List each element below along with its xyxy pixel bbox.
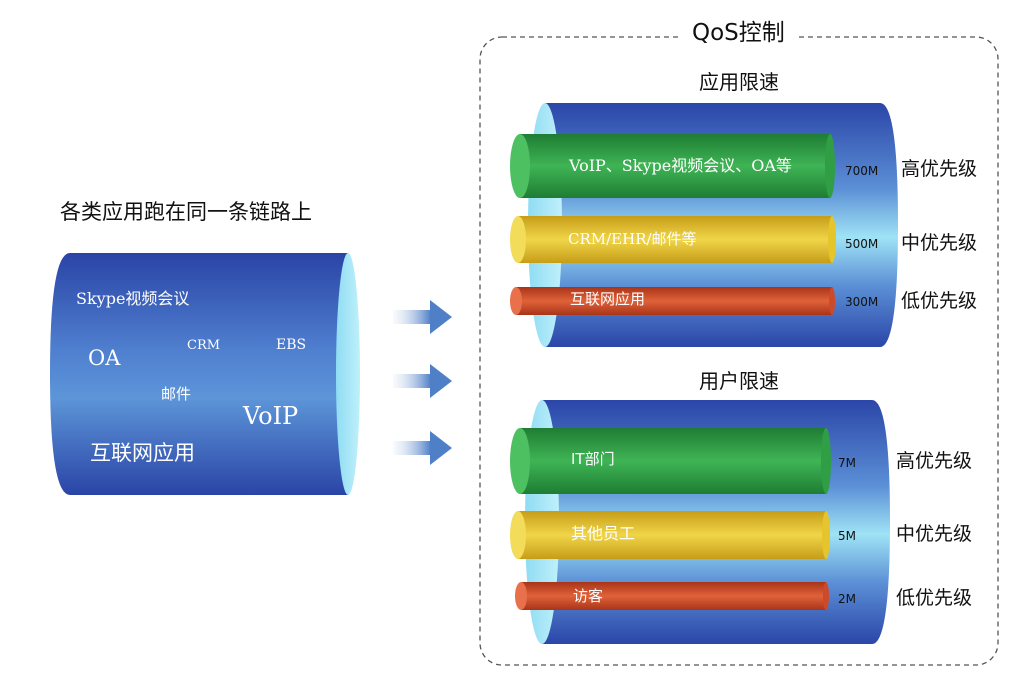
user-row-label: 其他员工 xyxy=(571,524,636,543)
app-limit-pipe xyxy=(510,103,898,347)
app-row-label: VoIP、Skype视频会议、OA等 xyxy=(569,156,792,175)
app-row-priority: 中优先级 xyxy=(901,232,978,254)
qos-title: QoS控制 xyxy=(682,22,795,45)
app-row-rate: 500M xyxy=(845,237,879,251)
arrow-icon-2 xyxy=(393,364,452,398)
arrow-icon-1 xyxy=(393,300,452,334)
user-row-rate: 7M xyxy=(838,456,856,470)
left-title: 各类应用跑在同一条链路上 xyxy=(60,200,312,224)
app-row-priority: 高优先级 xyxy=(901,158,978,180)
user-limit-title: 用户限速 xyxy=(699,369,779,393)
app-label-oa: OA xyxy=(88,346,121,370)
user-row-priority: 高优先级 xyxy=(896,450,973,472)
user-row-rate: 5M xyxy=(838,529,856,543)
user-row-priority: 低优先级 xyxy=(896,587,973,609)
app-label-ebs: EBS xyxy=(276,337,307,353)
left-pipe xyxy=(50,253,360,495)
app-label-crm: CRM xyxy=(187,338,221,353)
app-label-voip: VoIP xyxy=(243,402,299,430)
user-limit-pipe xyxy=(510,400,890,644)
user-row-rate: 2M xyxy=(838,592,856,606)
app-row-priority: 低优先级 xyxy=(901,290,978,312)
user-row-label: IT部门 xyxy=(571,450,615,468)
app-label-mail: 邮件 xyxy=(161,385,192,403)
app-row-rate: 700M xyxy=(845,164,879,178)
app-label-skype: Skype视频会议 xyxy=(76,289,190,308)
left-pipe-end xyxy=(336,253,360,495)
user-row-priority: 中优先级 xyxy=(896,523,973,545)
user-row-label: 访客 xyxy=(573,587,604,605)
app-limit-title: 应用限速 xyxy=(699,70,779,94)
app-row-label: CRM/EHR/邮件等 xyxy=(568,230,697,248)
app-row-label: 互联网应用 xyxy=(570,290,646,308)
app-label-internet: 互联网应用 xyxy=(90,441,195,465)
app-row-rate: 300M xyxy=(845,295,879,309)
arrow-icon-3 xyxy=(393,431,452,465)
